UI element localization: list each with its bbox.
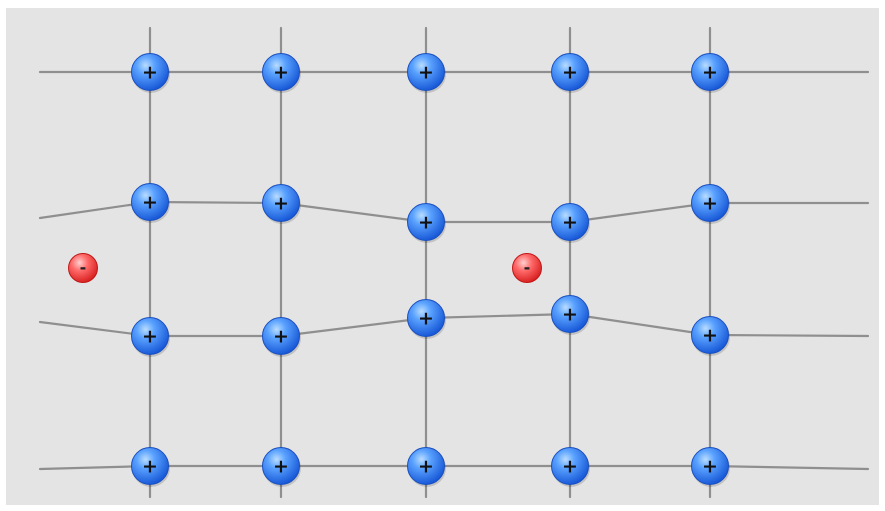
ion-charge-label: + <box>273 193 289 215</box>
ion-charge-label: + <box>418 62 434 84</box>
ion-r3-c5: + <box>692 317 731 357</box>
ion-charge-label: + <box>562 212 578 234</box>
ion-r4-c5: + <box>692 448 731 488</box>
ion-charge-label: + <box>702 325 718 347</box>
ion-r2-c1: + <box>132 184 171 224</box>
ion-r4-c1: + <box>132 448 171 488</box>
ion-charge-label: + <box>142 62 158 84</box>
ion-charge-label: + <box>418 456 434 478</box>
ion-r4-c3: + <box>408 448 447 488</box>
ion-charge-label: + <box>273 62 289 84</box>
ion-r2-c2: + <box>263 185 302 225</box>
ion-r3-c3: + <box>408 300 447 340</box>
ion-charge-label: + <box>273 326 289 348</box>
ion-r1-c4: + <box>552 54 591 94</box>
ion-charge-label: + <box>702 193 718 215</box>
ion-charge-label: + <box>142 326 158 348</box>
ion-r1-c3: + <box>408 54 447 94</box>
ion-charge-label: + <box>273 456 289 478</box>
ion-r1-c5: + <box>692 54 731 94</box>
ion-charge-label: + <box>418 212 434 234</box>
ion-r2-c3: + <box>408 204 447 244</box>
ion-r1-c2: + <box>263 54 302 94</box>
ion-r2-c5: + <box>692 185 731 225</box>
ion-charge-label: + <box>142 192 158 214</box>
ion-r2-c4: + <box>552 204 591 244</box>
ion-charge-label: + <box>142 456 158 478</box>
electron-left: - <box>69 254 98 283</box>
ion-charge-label: + <box>702 456 718 478</box>
ion-r4-c4: + <box>552 448 591 488</box>
electron-center: - <box>513 254 542 283</box>
ion-r3-c4: + <box>552 296 591 336</box>
electron-charge-label: - <box>524 258 531 277</box>
ion-r3-c1: + <box>132 318 171 358</box>
ion-r4-c2: + <box>263 448 302 488</box>
electron-charge-label: - <box>80 258 87 277</box>
ion-charge-label: + <box>418 308 434 330</box>
row-3-bond-right-edge <box>710 335 868 336</box>
ion-charge-label: + <box>562 304 578 326</box>
ion-charge-label: + <box>702 62 718 84</box>
ion-charge-label: + <box>562 62 578 84</box>
ion-r3-c2: + <box>263 318 302 358</box>
ion-charge-label: + <box>562 456 578 478</box>
ion-r1-c1: + <box>132 54 171 94</box>
